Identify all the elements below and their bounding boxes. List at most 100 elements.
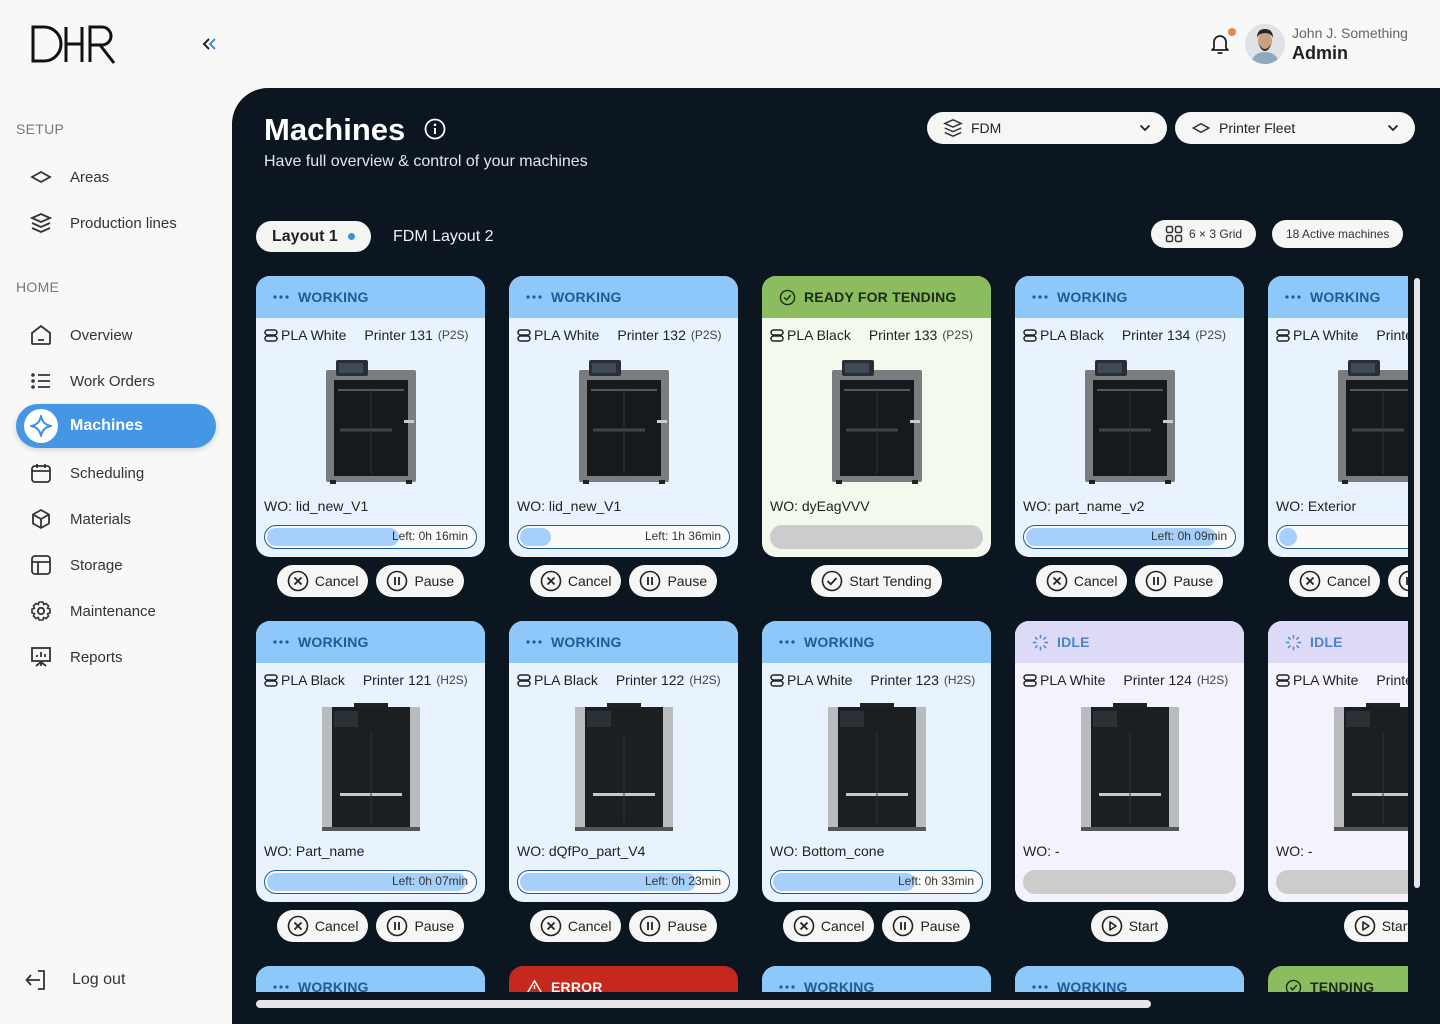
progress-bar-empty bbox=[1023, 870, 1236, 894]
progress-bar: Left: 0h 09min bbox=[1023, 525, 1236, 549]
pause-button[interactable]: Pause bbox=[376, 910, 465, 942]
start-button[interactable]: Start bbox=[1090, 910, 1169, 942]
printer-model: (H2S) bbox=[1196, 673, 1229, 687]
page-subtitle: Have full overview & control of your mac… bbox=[264, 153, 588, 170]
sidebar-item-machines[interactable]: Machines bbox=[16, 404, 216, 448]
progress-bar-empty bbox=[770, 525, 983, 549]
printer-name: Printer 123 bbox=[870, 672, 939, 688]
action-label: Pause bbox=[920, 918, 961, 934]
cancel-button[interactable]: Cancel bbox=[782, 910, 875, 942]
avatar[interactable] bbox=[1245, 24, 1285, 64]
sidebar-item-overview[interactable]: Overview bbox=[16, 313, 216, 357]
status-label: WORKING bbox=[804, 634, 875, 650]
machine-card[interactable]: TENDING bbox=[1268, 966, 1408, 992]
printer-name: Printer 133 bbox=[868, 327, 938, 343]
printer-model: (P2S) bbox=[437, 328, 469, 342]
cancel-button[interactable]: Cancel bbox=[1288, 565, 1381, 597]
pause-button[interactable]: Pause bbox=[1388, 565, 1408, 597]
cancel-button[interactable]: Cancel bbox=[276, 565, 369, 597]
machine-card-body: WORKING bbox=[1015, 966, 1244, 992]
action-label: Cancel bbox=[314, 573, 359, 589]
dots-icon bbox=[273, 640, 289, 644]
machine-card[interactable]: ERROR bbox=[509, 966, 738, 992]
printer-p2s-image bbox=[1337, 360, 1408, 484]
collapse-sidebar-button[interactable] bbox=[198, 32, 222, 56]
sidebar-item-production-lines[interactable]: Production lines bbox=[16, 201, 216, 245]
printer-name: Printer 132 bbox=[617, 327, 686, 343]
grid-size-button[interactable]: 6 × 3 Grid bbox=[1151, 220, 1257, 248]
printer-name: Printer 121 bbox=[362, 672, 432, 688]
notifications-button[interactable] bbox=[1208, 28, 1236, 56]
sidebar-item-work-orders[interactable]: Work Orders bbox=[16, 359, 216, 403]
dots-icon bbox=[526, 295, 542, 299]
status-label: ERROR bbox=[551, 979, 603, 992]
sidebar-item-reports[interactable]: Reports bbox=[16, 635, 216, 679]
action-label: Cancel bbox=[820, 918, 865, 934]
action-label: Start bbox=[1128, 918, 1159, 934]
sidebar-item-maintenance[interactable]: Maintenance bbox=[16, 589, 216, 633]
pause-button[interactable]: Pause bbox=[629, 910, 718, 942]
work-order-label: WO: dQfPo_part_V4 bbox=[517, 843, 646, 859]
status-badge: WORKING bbox=[256, 966, 485, 992]
machine-card[interactable]: WORKING bbox=[762, 966, 991, 992]
vertical-scrollbar[interactable] bbox=[1414, 278, 1420, 888]
sidebar-item-label: Materials bbox=[70, 510, 131, 528]
spool-icon bbox=[770, 328, 784, 342]
active-machines-badge: 18 Active machines bbox=[1272, 220, 1404, 248]
action-label: Pause bbox=[1173, 573, 1214, 589]
sidebar-item-label: Areas bbox=[70, 168, 110, 186]
horizontal-scrollbar[interactable] bbox=[256, 1000, 1151, 1008]
spool-icon bbox=[517, 328, 531, 342]
sidebar-item-label: Maintenance bbox=[70, 602, 156, 620]
start-button[interactable]: Start bbox=[1343, 910, 1408, 942]
pause-button[interactable]: Pause bbox=[1135, 565, 1224, 597]
work-order-label: WO: Bottom_cone bbox=[770, 843, 885, 859]
tab-layout-1[interactable]: Layout 1 bbox=[256, 221, 371, 252]
tab-fdm-layout-2[interactable]: FDM Layout 2 bbox=[377, 221, 509, 252]
status-label: TENDING bbox=[1310, 979, 1375, 992]
material-label: PLA Black bbox=[1023, 327, 1104, 343]
cancel-button[interactable]: Cancel bbox=[529, 565, 622, 597]
sidebar-item-scheduling[interactable]: Scheduling bbox=[16, 451, 216, 495]
sidebar-item-areas[interactable]: Areas bbox=[16, 155, 216, 199]
cancel-button[interactable]: Cancel bbox=[1035, 565, 1128, 597]
logout-button[interactable]: Log out bbox=[24, 960, 125, 1000]
work-order-label: WO: Part_name bbox=[264, 843, 365, 859]
technology-dropdown[interactable]: FDM bbox=[927, 112, 1167, 144]
printer-name: Printer 125 bbox=[1376, 672, 1408, 688]
action-label: Pause bbox=[414, 918, 455, 934]
layers-icon bbox=[943, 119, 963, 137]
area-dropdown[interactable]: Printer Fleet bbox=[1175, 112, 1415, 144]
machine-card[interactable]: WORKING bbox=[256, 966, 485, 992]
warning-icon bbox=[526, 979, 542, 992]
pause-button[interactable]: Pause bbox=[882, 910, 971, 942]
start-tending-button[interactable]: Start Tending bbox=[811, 565, 942, 597]
material-label: PLA White bbox=[517, 327, 599, 343]
cancel-button[interactable]: Cancel bbox=[276, 910, 369, 942]
printer-model: (H2S) bbox=[689, 673, 721, 687]
sidebar-item-storage[interactable]: Storage bbox=[16, 543, 216, 587]
gear-icon bbox=[31, 601, 51, 621]
spool-icon bbox=[1023, 673, 1037, 687]
diamond-icon bbox=[30, 170, 52, 184]
printer-p2s-image bbox=[1084, 360, 1175, 484]
pause-button[interactable]: Pause bbox=[629, 565, 718, 597]
info-icon[interactable] bbox=[424, 118, 446, 140]
pause-button[interactable]: Pause bbox=[376, 565, 465, 597]
page-title: Machines bbox=[264, 112, 406, 147]
sidebar-item-materials[interactable]: Materials bbox=[16, 497, 216, 541]
machine-card[interactable]: WORKING bbox=[1015, 966, 1244, 992]
cancel-button[interactable]: Cancel bbox=[529, 910, 622, 942]
